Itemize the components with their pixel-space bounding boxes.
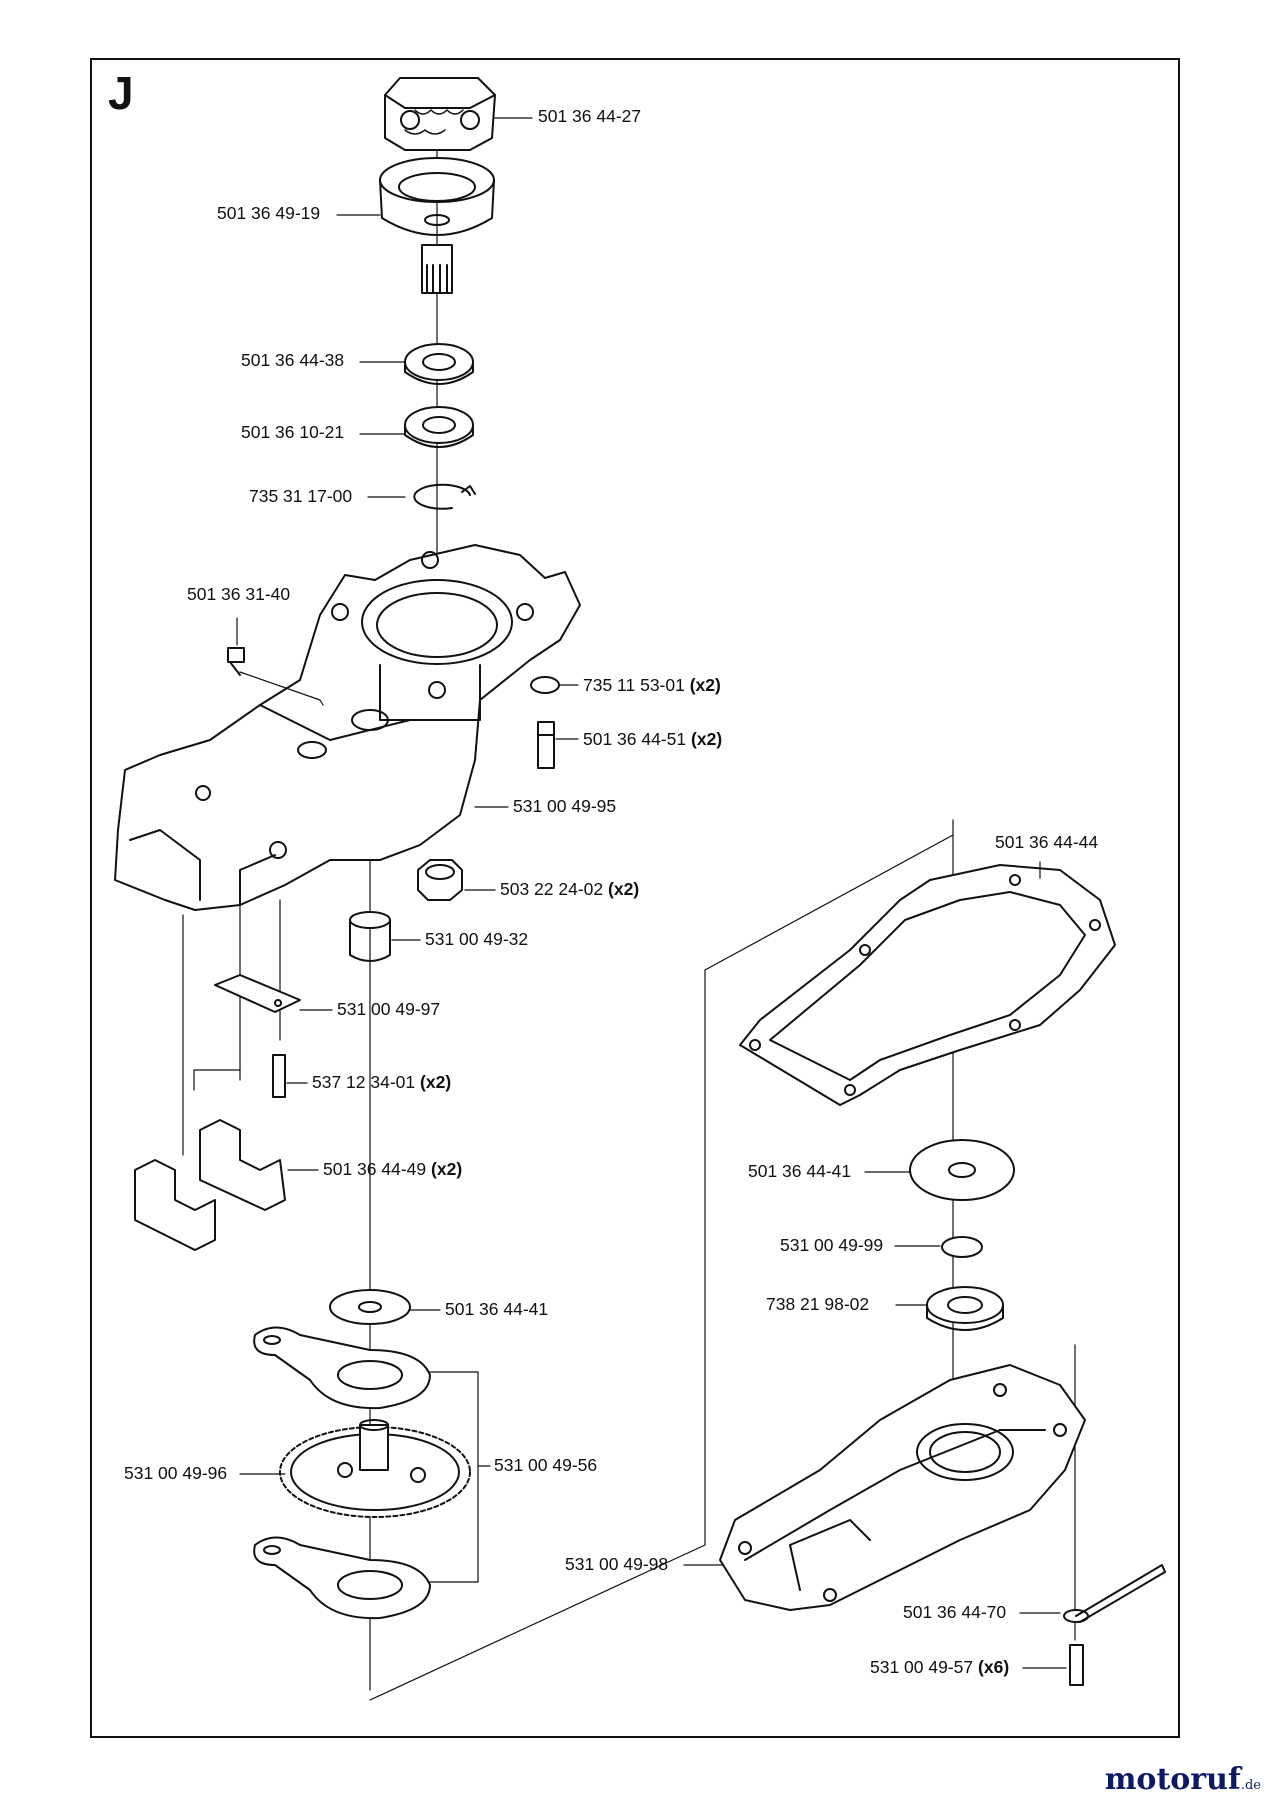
part-number: 735 31 17-00	[249, 486, 353, 506]
part-number: 501 36 44-51	[583, 729, 687, 749]
part-label: 501 36 44-41	[748, 1161, 852, 1181]
washer-left	[329, 1289, 411, 1325]
part-number: 738 21 98-02	[766, 1294, 870, 1314]
part-number: 735 11 53-01	[583, 675, 685, 695]
gear-cover	[719, 1364, 1086, 1611]
part-label: 531 00 49-56	[494, 1455, 598, 1475]
part-number: 501 36 44-70	[903, 1602, 1007, 1622]
part-label: 501 36 44-27	[538, 106, 642, 126]
part-label: 503 22 24-02 (x2)	[500, 879, 640, 899]
part-number: 501 36 10-21	[241, 422, 345, 442]
part-number: 501 36 44-49	[323, 1159, 427, 1179]
part-label: 738 21 98-02	[766, 1294, 870, 1314]
washer-right	[909, 1139, 1015, 1201]
clutch-drum	[379, 157, 495, 294]
part-label: 735 31 17-00	[249, 486, 353, 506]
mounting-plate	[214, 974, 301, 1013]
part-number: 501 36 44-38	[241, 350, 345, 370]
part-label: 501 36 10-21	[241, 422, 345, 442]
gear-arm-upper	[253, 1326, 431, 1410]
part-label: 501 36 49-19	[217, 203, 321, 223]
part-label: 501 36 44-51 (x2)	[583, 729, 723, 749]
part-quantity: (x2)	[691, 729, 723, 749]
part-label: 501 36 44-70	[903, 1602, 1007, 1622]
pin-with-washer	[1063, 1564, 1166, 1623]
part-number: 531 00 49-32	[425, 929, 529, 949]
needle-bearing-sleeve	[349, 911, 391, 962]
part-number: 531 00 49-57	[870, 1657, 974, 1677]
part-quantity: (x2)	[431, 1159, 463, 1179]
part-number: 531 00 49-95	[513, 796, 617, 816]
small-bolt	[272, 1054, 286, 1098]
part-number: 501 36 49-19	[217, 203, 321, 223]
part-label: 501 36 31-40	[187, 584, 291, 604]
part-quantity: (x2)	[689, 675, 721, 695]
part-number: 501 36 31-40	[187, 584, 291, 604]
leader-lines	[236, 117, 1067, 1669]
gear-housing	[114, 544, 581, 911]
large-gear	[279, 1419, 471, 1518]
circlip	[413, 483, 476, 510]
part-number: 531 00 49-97	[337, 999, 441, 1019]
part-label: 531 00 49-57 (x6)	[870, 1657, 1010, 1677]
diagram-frame	[90, 58, 1180, 1738]
part-label: 537 12 34-01 (x2)	[312, 1072, 452, 1092]
clutch-shoe-assembly	[384, 77, 496, 151]
rubber-block-left	[134, 1159, 216, 1251]
part-number: 537 12 34-01	[312, 1072, 416, 1092]
bearing-right	[926, 1286, 1004, 1331]
watermark-tld: .de	[1240, 1778, 1261, 1793]
watermark-logo: motoruf.de	[1105, 1762, 1261, 1797]
part-label: 531 00 49-32	[425, 929, 529, 949]
part-label: 501 36 44-38	[241, 350, 345, 370]
cover-screw	[1069, 1644, 1084, 1686]
part-quantity: (x2)	[420, 1072, 452, 1092]
gear-arm-lower	[253, 1536, 431, 1620]
part-label: 531 00 49-95	[513, 796, 617, 816]
part-number: 531 00 49-98	[565, 1554, 669, 1574]
bolt-right	[537, 721, 555, 769]
part-label: 735 11 53-01 (x2)	[583, 675, 721, 695]
part-quantity: (x6)	[978, 1657, 1010, 1677]
part-number: 531 00 49-56	[494, 1455, 598, 1475]
section-letter: J	[108, 67, 134, 119]
part-number: 501 36 44-27	[538, 106, 642, 126]
part-label: 531 00 49-98	[565, 1554, 669, 1574]
part-number: 503 22 24-02	[500, 879, 604, 899]
part-quantity: (x2)	[608, 879, 640, 899]
part-label: 531 00 49-99	[780, 1235, 884, 1255]
part-number: 501 36 44-44	[995, 832, 1099, 852]
o-ring-right	[941, 1236, 983, 1258]
hex-nut	[417, 859, 463, 901]
part-label: 501 36 44-44	[995, 832, 1099, 852]
part-label: 531 00 49-96	[124, 1463, 228, 1483]
bearing-upper	[404, 343, 474, 385]
gasket	[739, 864, 1116, 1106]
set-screw-left	[227, 647, 245, 676]
part-number: 531 00 49-99	[780, 1235, 884, 1255]
rubber-block-right	[199, 1119, 286, 1211]
part-label: 501 36 44-41	[445, 1299, 549, 1319]
part-label: 501 36 44-49 (x2)	[323, 1159, 463, 1179]
retaining-ring-right	[530, 676, 560, 694]
part-number: 531 00 49-96	[124, 1463, 228, 1483]
part-number: 501 36 44-41	[445, 1299, 549, 1319]
bearing-lower	[404, 406, 474, 448]
watermark-text: motoruf	[1104, 1762, 1241, 1797]
part-label: 531 00 49-97	[337, 999, 441, 1019]
part-number: 501 36 44-41	[748, 1161, 852, 1181]
